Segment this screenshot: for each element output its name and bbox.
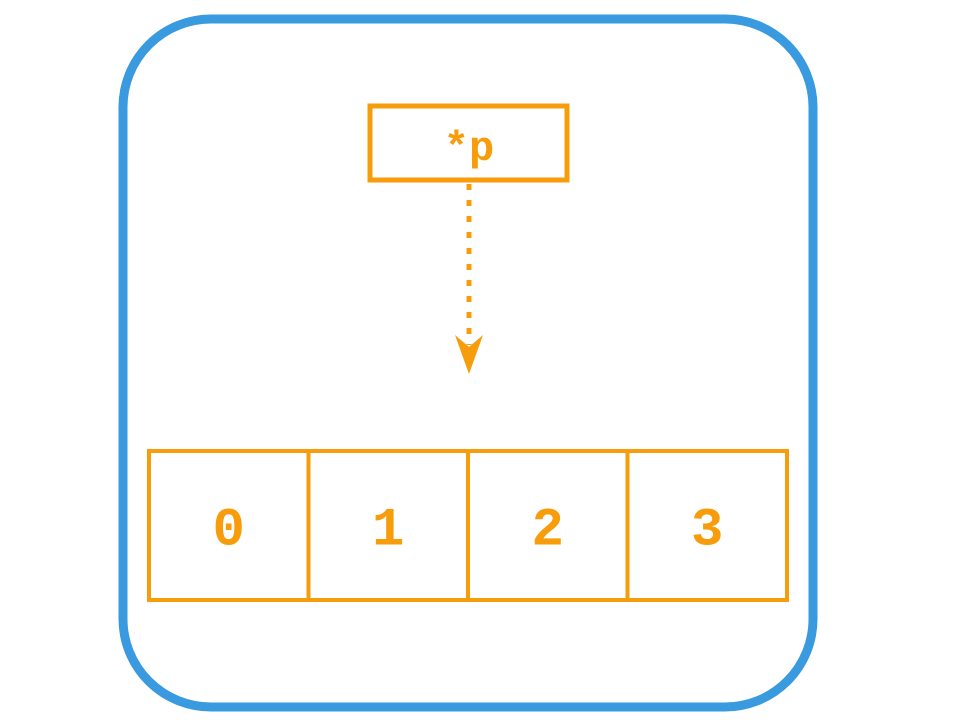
- array: 0 1 2 3: [147, 449, 789, 602]
- array-cell-value: 1: [372, 501, 404, 562]
- array-cell-value: 3: [691, 501, 723, 562]
- pointer-box: [367, 103, 570, 183]
- array-cell-value: 2: [532, 501, 564, 562]
- pointer-arrowhead: [455, 335, 483, 374]
- pointer-label: *p: [444, 125, 494, 173]
- array-cell-value: 0: [213, 501, 245, 562]
- array-cell: [625, 449, 789, 602]
